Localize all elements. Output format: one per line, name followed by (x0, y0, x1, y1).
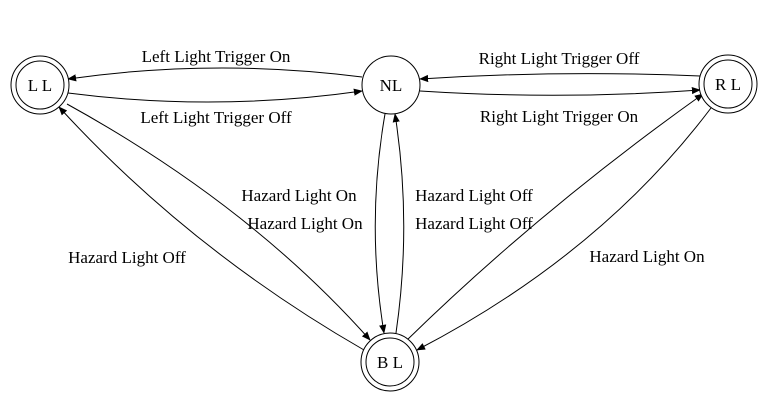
label-bl-to-ll: Hazard Light Off (68, 248, 186, 267)
state-label: L L (28, 76, 52, 95)
state-both-light: B L (360, 332, 420, 392)
state-label: NL (380, 76, 403, 95)
label-nl-to-rl: Right Light Trigger On (480, 107, 639, 126)
state-label: R L (715, 75, 741, 94)
edge-bl-to-nl (392, 113, 405, 334)
edge-rl-to-bl (416, 107, 712, 351)
edge-bl-to-ll (58, 106, 365, 351)
label-bl-to-nl-upper: Hazard Light Off (415, 186, 533, 205)
label-nl-to-ll: Left Light Trigger On (142, 47, 291, 66)
label-ll-to-bl: Hazard Light On (247, 214, 363, 233)
label-rl-to-bl: Hazard Light On (589, 247, 705, 266)
edge-nl-to-bl (374, 113, 387, 334)
edge-nl-to-rl (419, 86, 701, 96)
state-right-light: R L (698, 54, 758, 114)
state-label: B L (377, 353, 403, 372)
edge-bl-to-rl (405, 93, 704, 342)
label-nl-to-bl: Hazard Light On (241, 186, 357, 205)
edge-rl-to-nl (419, 73, 701, 83)
edge-nl-to-ll (67, 67, 363, 82)
edge-ll-to-nl (67, 88, 363, 103)
state-normal-light: NL (361, 55, 421, 115)
label-bl-to-nl-lower: Hazard Light Off (415, 214, 533, 233)
label-rl-to-nl: Right Light Trigger Off (479, 49, 640, 68)
edge-ll-to-bl (66, 103, 371, 341)
state-left-light: L L (10, 55, 70, 115)
label-ll-to-nl: Left Light Trigger Off (140, 108, 292, 127)
